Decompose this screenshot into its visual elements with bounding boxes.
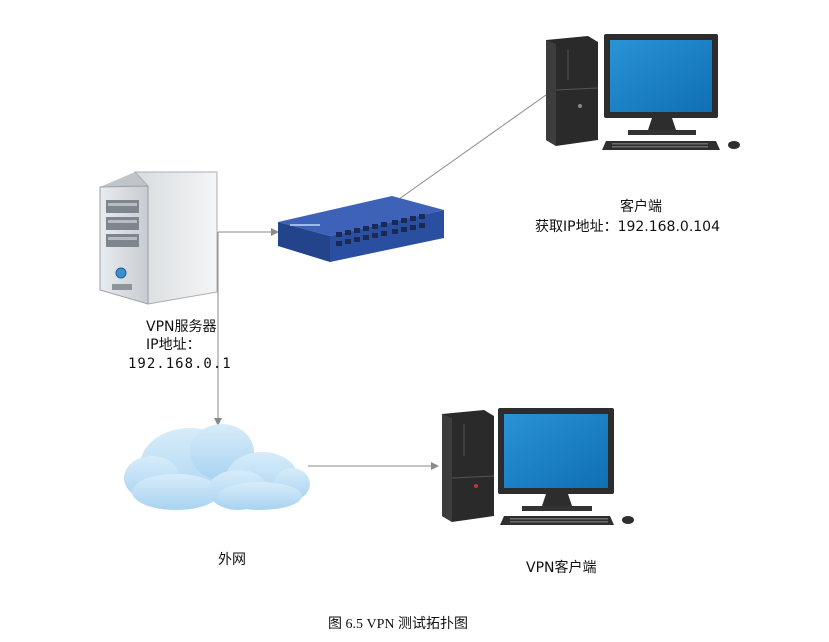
switch-icon bbox=[278, 196, 444, 262]
switch-to-client-link bbox=[391, 94, 547, 205]
vpn-client-label: VPN客户端 bbox=[526, 560, 597, 576]
client-name-label: 客户端 bbox=[620, 199, 662, 215]
server-ip-value: 192.168.0.1 bbox=[128, 356, 232, 372]
desktop-computer-icon bbox=[546, 34, 740, 150]
server-icon bbox=[99, 171, 218, 305]
figure-caption: 图 6.5 VPN 测试拓扑图 bbox=[328, 617, 469, 632]
desktop-computer-icon bbox=[442, 408, 634, 525]
internet-label: 外网 bbox=[218, 552, 246, 568]
server-name-label: VPN服务器 bbox=[146, 319, 217, 335]
client-ip-label: 获取IP地址：192.168.0.104 bbox=[535, 219, 720, 235]
cloud-icon bbox=[124, 424, 310, 510]
connections bbox=[214, 94, 547, 470]
server-ip-label: IP地址： bbox=[146, 337, 201, 353]
